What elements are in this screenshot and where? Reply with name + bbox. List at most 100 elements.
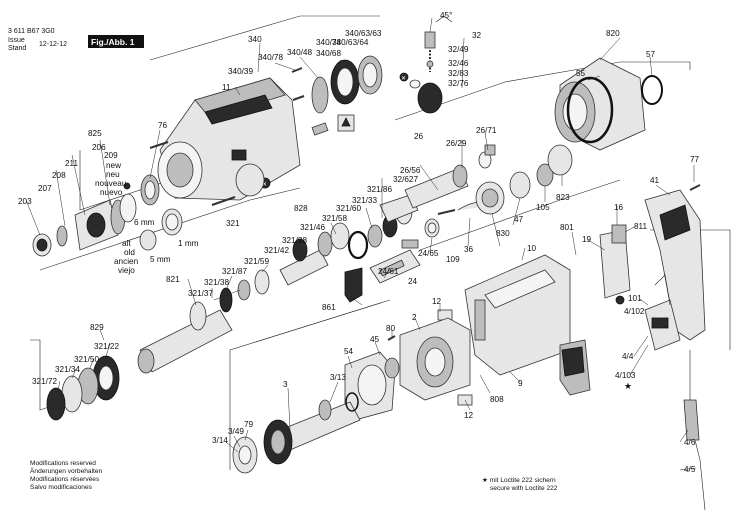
bush-26-71: [484, 144, 496, 156]
callout: 4/103: [615, 371, 636, 380]
housing-side-window: [235, 163, 265, 197]
callout: 321/59: [244, 257, 269, 266]
armature-group: [232, 351, 400, 474]
ring-321-46: [330, 222, 350, 250]
callout: 109: [446, 255, 460, 264]
callout: 26: [414, 132, 424, 141]
callout: 321/50: [74, 355, 99, 364]
callout: 5 mm: [150, 255, 171, 264]
ring-340-63-64: [311, 76, 329, 114]
callout: 340/63/64: [332, 38, 369, 47]
callout: 26/71: [476, 126, 497, 135]
loctite-note: ★ mit Loctite 222 sichern: [482, 476, 556, 484]
callout: 32/76: [448, 79, 469, 88]
ball-209: [123, 182, 131, 190]
callout: 16: [614, 203, 624, 212]
header-block: 3 611 B67 3G0 Issue Stand 12-12-12 Fig./…: [8, 28, 144, 52]
switch-fork-861: [344, 267, 363, 303]
screw-321: [211, 196, 236, 206]
terminal-811: [615, 295, 625, 305]
callout: 19: [582, 235, 592, 244]
screw-36: [437, 209, 456, 215]
callout: 321/33: [352, 196, 377, 205]
o-ring-321-58: [347, 230, 369, 260]
loctite-star-icon: ★: [624, 381, 632, 391]
callout: 32/46: [448, 59, 469, 68]
brush-cap: [417, 82, 443, 114]
callout: 32/627: [393, 175, 418, 184]
o-ring-57: [641, 75, 663, 105]
callout: nuevo: [100, 188, 123, 197]
callout: 823: [556, 193, 570, 202]
callout: viejo: [118, 266, 135, 275]
callout: 203: [18, 197, 32, 206]
callout: 4/6: [684, 438, 696, 447]
callout: 24/61: [378, 267, 399, 276]
callout: 3/14: [212, 436, 228, 445]
brush-holder-801: [611, 224, 627, 244]
footer-line: Salvo modificaciones: [30, 484, 93, 491]
key-24-65: [401, 239, 419, 249]
bearing-45: [384, 357, 400, 379]
footer-left: Modifications reserved Änderungen vorbeh…: [30, 460, 103, 491]
handle-switch-group: [599, 184, 706, 511]
ring-321-60: [367, 224, 383, 248]
callout: 9: [518, 379, 523, 388]
fig-label: Fig./Abb. 1: [91, 37, 135, 47]
callout: 206: [92, 143, 106, 152]
callout: 10: [527, 244, 537, 253]
callout: 12: [432, 297, 442, 306]
svg-text:✕: ✕: [262, 182, 267, 188]
callout: 4/102: [624, 307, 645, 316]
callout: 32/83: [448, 69, 469, 78]
ring-321-28: [317, 231, 333, 257]
brush-assembly-32: ✕: [399, 15, 453, 114]
footer-right: ★ mit Loctite 222 sichern secure with Lo…: [482, 476, 558, 492]
ring-321-72: [46, 387, 66, 421]
callout: 321: [226, 219, 240, 228]
angle-indicator: [435, 15, 453, 23]
gear-823: [547, 144, 573, 176]
callout: 340/68: [316, 49, 341, 58]
callout: 79: [244, 420, 254, 429]
callout: 80: [386, 324, 396, 333]
seal-ring-55: [566, 76, 614, 144]
callout: 321/38: [204, 278, 229, 287]
callout: 3/49: [228, 427, 244, 436]
impact-bolt-828: [379, 194, 419, 223]
callout: 76: [158, 121, 168, 130]
screw-77: [689, 184, 701, 191]
fig-label-box: [88, 35, 144, 48]
callout: 4/4: [622, 352, 634, 361]
callout: old: [124, 248, 135, 257]
gear-housing-group: ✕: [157, 77, 301, 201]
callout: 3/13: [330, 373, 346, 382]
ring-3-13: [318, 399, 332, 421]
callout: 208: [52, 171, 66, 180]
callout: 2: [412, 313, 417, 322]
intermediate-shaft: [279, 249, 329, 286]
callout: 6 mm: [134, 218, 155, 227]
callout: 801: [560, 223, 574, 232]
callout: new: [106, 161, 121, 170]
bracket-340-48: [311, 122, 329, 136]
doc-number: 3 611 B67 3G0: [8, 28, 55, 35]
callout: 340/39: [228, 67, 253, 76]
callout: 209: [104, 151, 118, 160]
field-housing-820: [554, 57, 663, 151]
callout: 321/37: [188, 289, 213, 298]
callout: 55: [576, 69, 586, 78]
loctite-note: secure with Loctite 222: [490, 485, 558, 492]
bearing-stack-321: [46, 355, 120, 421]
carbon-brush: [424, 31, 436, 49]
housing-switch-knob: [231, 149, 247, 161]
callout: 340/63/63: [345, 29, 382, 38]
callout: 32: [472, 31, 482, 40]
callout: 321/42: [264, 246, 289, 255]
callout: 11: [222, 83, 231, 92]
field-coil-group: [387, 317, 473, 406]
callout: 3: [283, 380, 288, 389]
callout: alt: [122, 239, 131, 248]
cord-protector-4-6: [683, 399, 700, 441]
screw-80: [387, 335, 396, 341]
